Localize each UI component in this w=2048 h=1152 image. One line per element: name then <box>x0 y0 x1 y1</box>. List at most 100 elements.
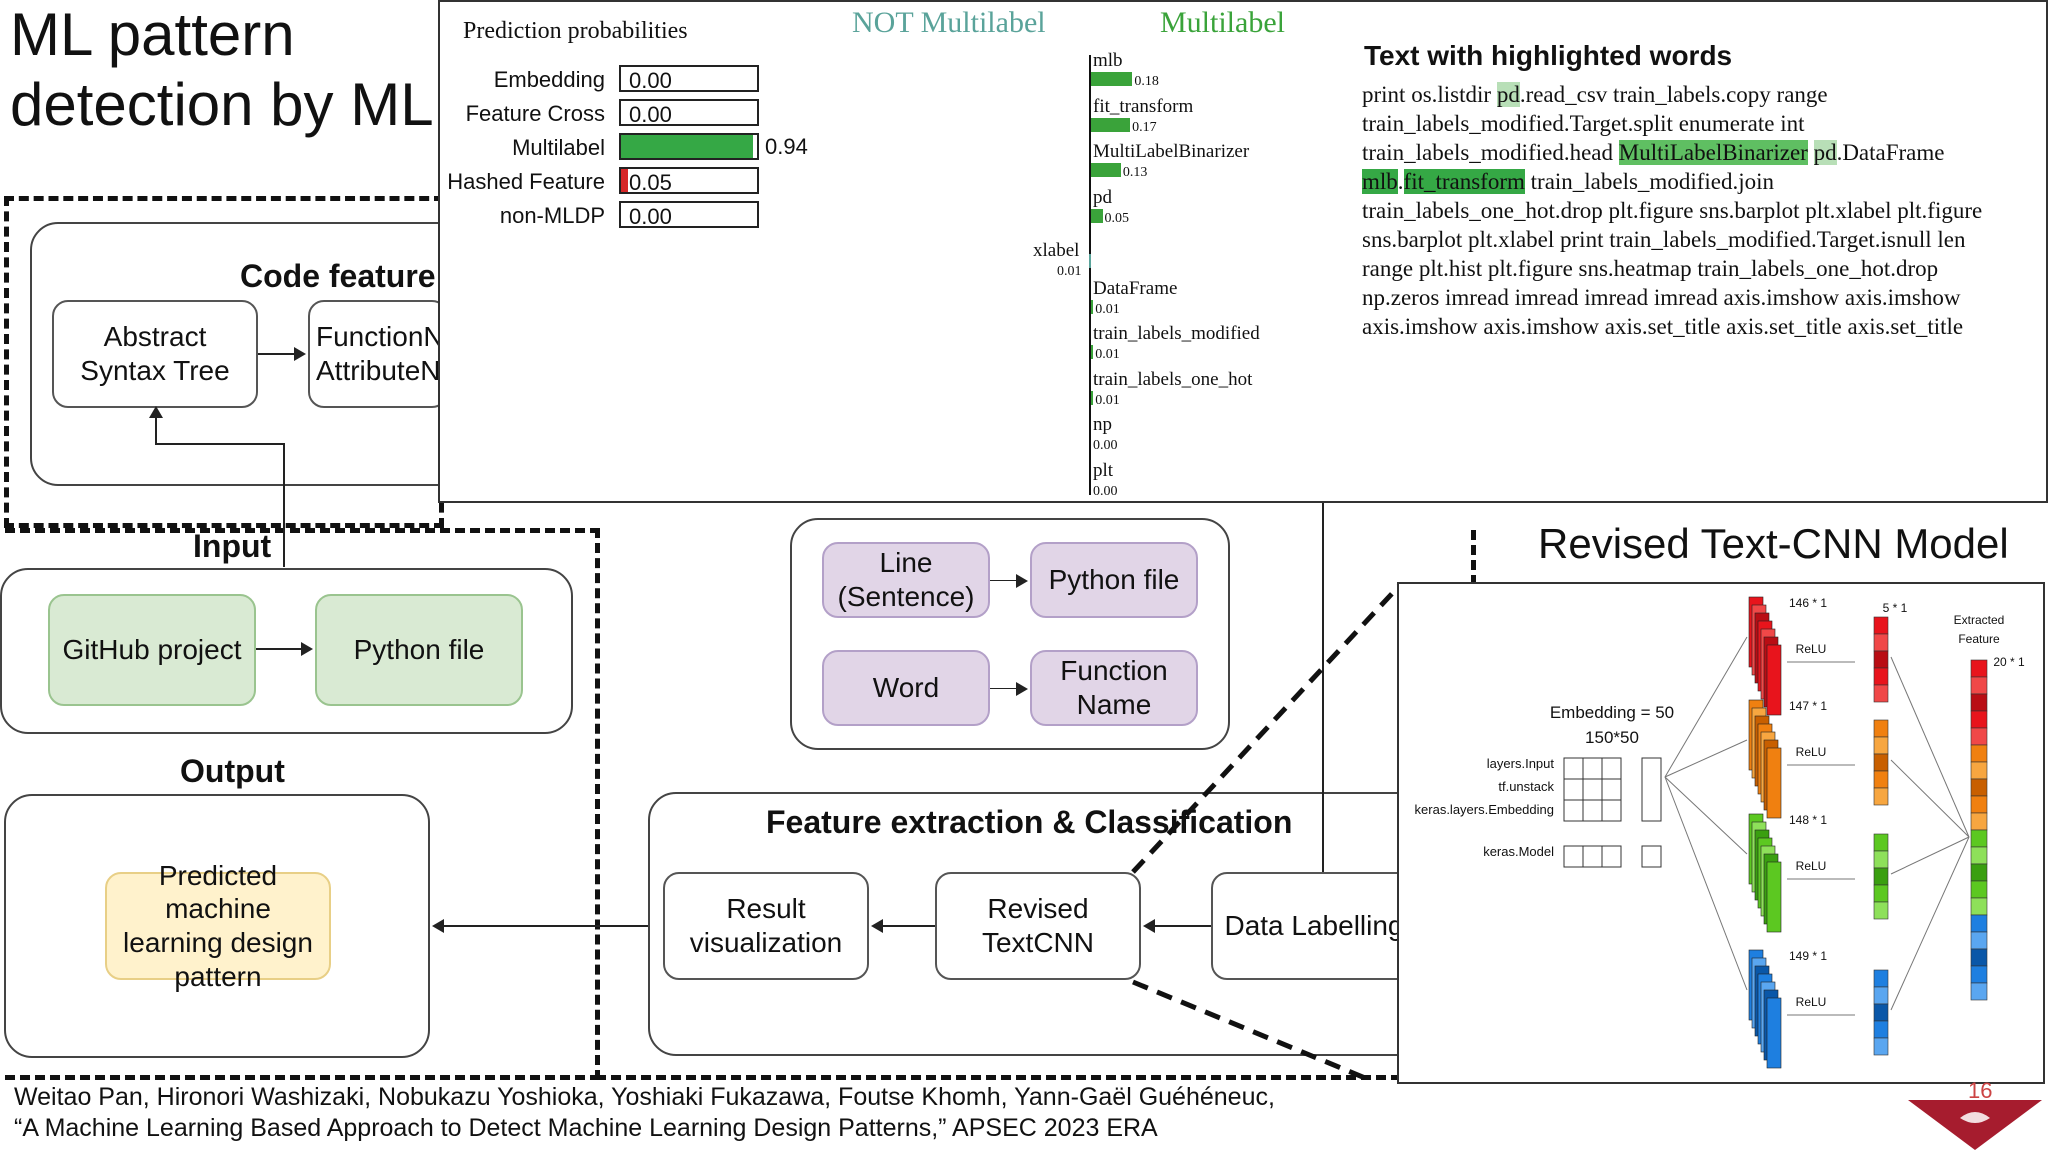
extracted-feature-cell <box>1970 982 1988 1001</box>
slide-title: ML pattern detection by ML <box>10 0 434 140</box>
feature-name: MultiLabelBinarizer <box>1093 141 1250 162</box>
feature-value: 0.17 <box>1132 119 1157 135</box>
citation-title: “A Machine Learning Based Approach to De… <box>14 1114 1158 1142</box>
text-token: train_labels_modified.Target.split enume… <box>1362 111 1805 136</box>
code-feature-heading: Code feature <box>240 258 436 294</box>
pooled-cell <box>1873 684 1889 703</box>
prob-bar-box: 0.00 <box>619 65 759 93</box>
pooled-cell <box>1873 650 1889 669</box>
extracted-feature-cell <box>1970 914 1988 933</box>
layer-name: layers.Input <box>1487 756 1555 771</box>
pooled-cell <box>1873 1020 1889 1039</box>
predicted-pattern-box: Predicted machine learning design patter… <box>105 860 331 992</box>
branch-line <box>1664 776 1748 991</box>
feature-value: 0.05 <box>1104 210 1130 226</box>
feature-weight-axis <box>1089 55 1091 495</box>
word-to-function-arrow <box>990 682 1028 696</box>
function-name-granularity-label: Function Name <box>1060 655 1168 720</box>
embedding-cell <box>1601 845 1622 868</box>
feature-bar <box>1091 299 1094 314</box>
feature-value: 0.00 <box>1093 438 1118 453</box>
feature-value: 0.01 <box>1057 264 1082 279</box>
embedding-cell <box>1641 757 1662 822</box>
input-to-ast-connector-v <box>283 443 285 567</box>
highlighted-text-line: train_labels_modified.head MultiLabelBin… <box>1362 138 1982 167</box>
prob-bar-box: 0.05 <box>619 167 759 195</box>
line-to-python-arrow <box>990 574 1028 588</box>
ast-to-function-arrow <box>258 347 306 361</box>
embedding-cell <box>1563 757 1584 780</box>
highlighted-text-line: range plt.hist plt.figure sns.heatmap tr… <box>1362 254 1982 283</box>
arrowhead-up <box>149 406 163 418</box>
prob-bar-box <box>619 133 759 160</box>
highlighted-text-line: print os.listdir pd.read_csv train_label… <box>1362 80 1982 109</box>
function-name-label: FunctionN <box>316 321 444 353</box>
prob-bar-box: 0.00 <box>619 201 759 229</box>
pooled-cell <box>1873 867 1889 886</box>
extracted-feature-cell <box>1970 965 1988 984</box>
feature-bar <box>1091 117 1131 132</box>
branch-size-label: 149 * 1 <box>1789 949 1827 963</box>
pooled-cell <box>1873 986 1889 1005</box>
pooled-cell <box>1873 770 1889 789</box>
text-token: range plt.hist plt.figure sns.heatmap tr… <box>1362 256 1939 281</box>
cnn-panel <box>1397 582 2045 1084</box>
prob-bar-fill <box>621 135 753 158</box>
line-sentence-box: Line (Sentence) <box>822 542 990 618</box>
cnn-title: Revised Text-CNN Model <box>1538 520 2009 567</box>
feature-value: 0.00 <box>1093 483 1118 499</box>
slide-title-line1: ML pattern <box>10 1 295 68</box>
embedding-size: 150*50 <box>1585 728 1639 747</box>
prob-bar-value: 0.00 <box>629 68 672 93</box>
feature-name: fit_transform <box>1093 95 1194 117</box>
multilabel-header: Multilabel <box>1160 6 1285 39</box>
feature-map-layer <box>1766 861 1782 933</box>
pooled-cell <box>1873 787 1889 806</box>
function-name-granularity-box: Function Name <box>1030 650 1198 726</box>
feature-name: plt <box>1093 459 1114 481</box>
highlighted-token: mlb <box>1362 169 1398 194</box>
python-file-granularity-box: Python file <box>1030 542 1198 618</box>
prob-label: non-MLDP <box>499 203 605 228</box>
citation: Weitao Pan, Hironori Washizaki, Nobukazu… <box>14 1082 1275 1144</box>
extracted-feature-cell <box>1970 812 1988 831</box>
highlighted-text-title: Text with highlighted words <box>1364 40 1733 71</box>
feature-value: 0.01 <box>1095 301 1120 317</box>
github-to-python-arrow <box>256 642 313 656</box>
pool-to-feature-line <box>1890 759 1970 838</box>
embedding-cell <box>1582 778 1603 801</box>
textcnn-to-result-arrow <box>871 919 935 933</box>
feature-value: 0.18 <box>1134 74 1159 89</box>
prob-bar-value: 0.05 <box>629 170 672 195</box>
extracted-feature-cell <box>1970 727 1988 746</box>
result-visualization-box: Result visualization <box>663 872 869 980</box>
extracted-feature-cell <box>1970 829 1988 848</box>
citation-authors: Weitao Pan, Hironori Washizaki, Nobukazu… <box>14 1083 1275 1111</box>
extracted-feature-cell <box>1970 863 1988 882</box>
text-token: .read_csv train_labels.copy range <box>1519 82 1828 107</box>
prob-bar-fill <box>621 169 628 192</box>
feature-bar <box>1091 208 1103 223</box>
highlighted-text-line: axis.imshow axis.imshow axis.set_title a… <box>1362 312 1982 341</box>
pooled-cell <box>1873 1037 1889 1056</box>
text-token: axis.imshow axis.imshow axis.set_title a… <box>1362 314 1964 339</box>
extracted-feature-cell <box>1970 676 1988 695</box>
text-token: print os.listdir <box>1362 82 1497 107</box>
pool-to-feature-line <box>1890 656 1970 838</box>
layer-name: keras.Model <box>1483 844 1554 859</box>
bottom-frame <box>596 1040 1476 1080</box>
pooled-cell <box>1873 753 1889 772</box>
text-token: train_labels_modified.head <box>1362 140 1619 165</box>
feature-bar <box>1091 390 1094 405</box>
branch-size-label: 148 * 1 <box>1789 813 1827 827</box>
feature-name: pd <box>1093 186 1112 208</box>
branch-line <box>1664 636 1748 778</box>
pooled-cell <box>1873 969 1889 988</box>
embedding-cell <box>1601 799 1622 822</box>
text-token: train_labels_modified.join <box>1524 169 1775 194</box>
prob-label: Multilabel <box>512 135 605 160</box>
feature-value: 0.01 <box>1095 392 1120 408</box>
github-project-box: GitHub project <box>48 594 256 706</box>
not-multilabel-header: NOT Multilabel <box>852 6 1046 39</box>
embedding-cell <box>1563 799 1584 822</box>
